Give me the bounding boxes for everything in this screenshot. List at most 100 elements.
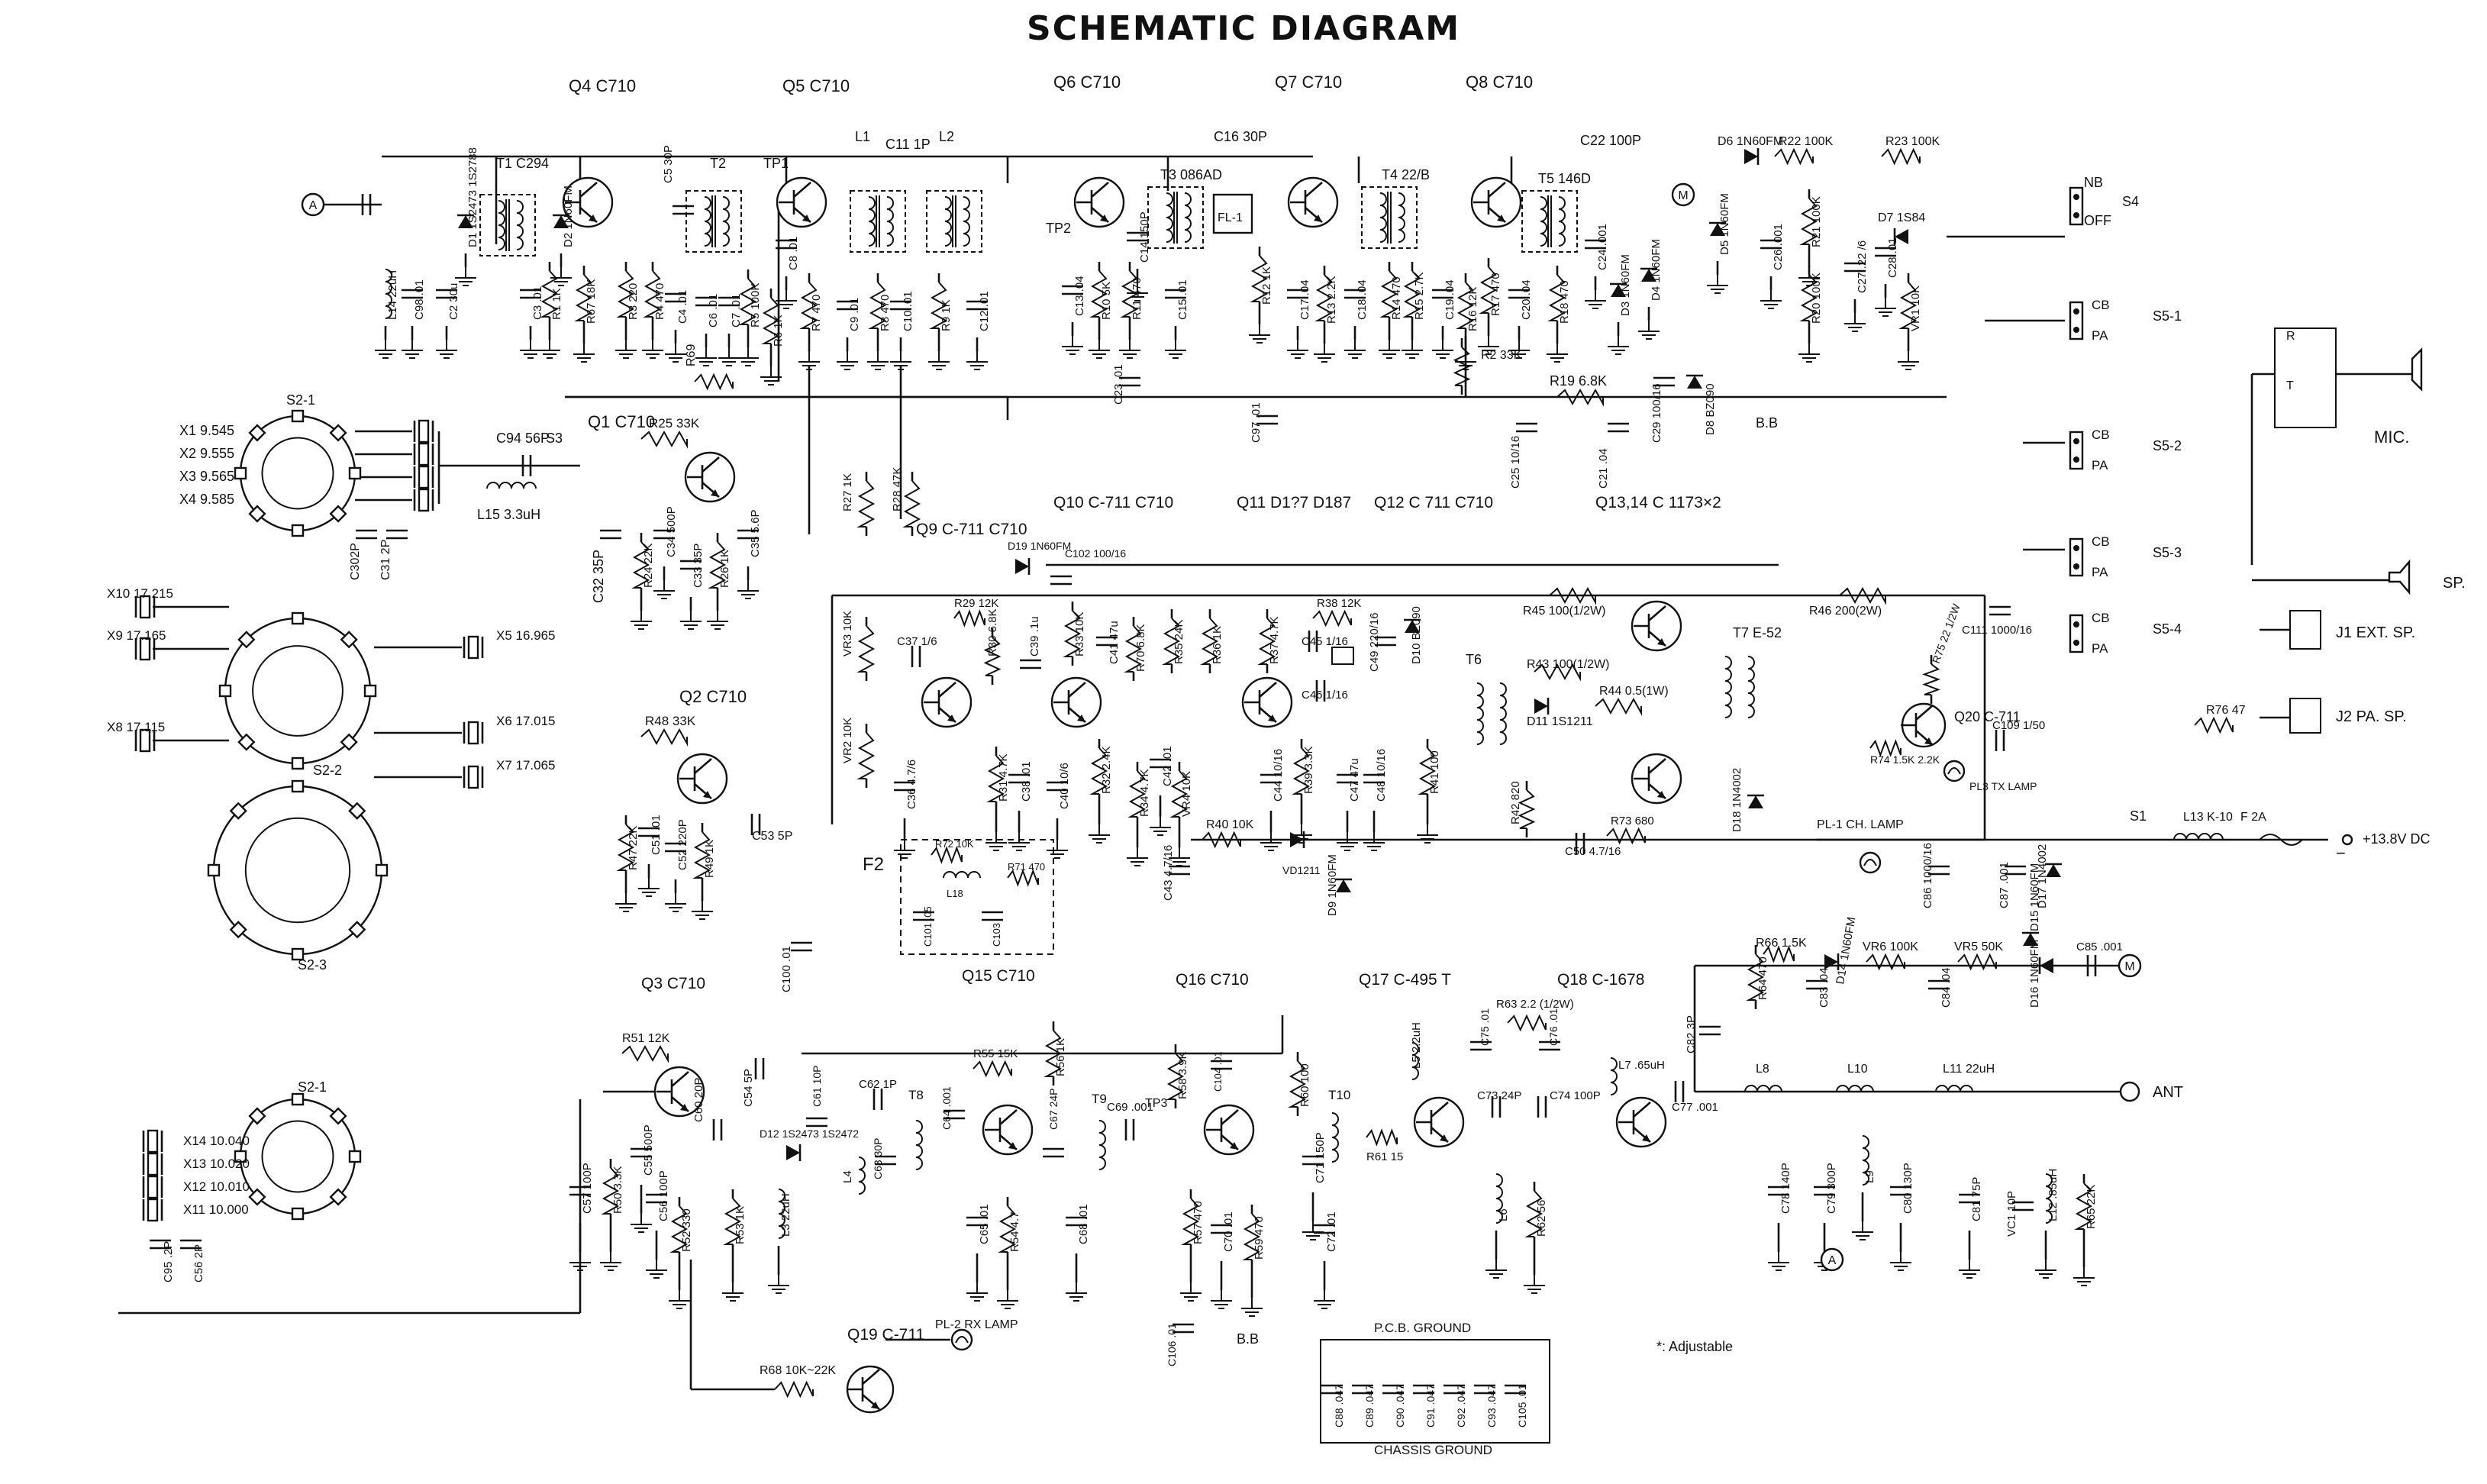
q16-label: Q16 C710 (1176, 971, 1249, 989)
capacitor-c92 (1443, 1384, 1465, 1395)
r14-label: R14 470 (1390, 276, 1403, 320)
s51-label: S5-1 (2153, 308, 2182, 324)
t5-label: T5 146D (1538, 171, 1591, 186)
ground-symbol (1508, 340, 1530, 359)
capacitor-c64 (944, 1109, 965, 1120)
r68-label: R68 10K~22K (760, 1364, 836, 1377)
r1-label: R1 1K (550, 288, 563, 320)
capacitor-c68 (1066, 1216, 1087, 1227)
crystal-x7 (463, 765, 484, 789)
ground-symbol (1119, 340, 1140, 359)
transistor-q5 (776, 176, 827, 228)
ground-symbol (985, 832, 1007, 851)
resistor-r52 (669, 1205, 689, 1253)
capacitor-c52 (665, 842, 686, 853)
vr5-label: VR5 50K (1954, 940, 2003, 953)
ground-symbol (966, 351, 988, 370)
ground-symbol (1959, 1260, 1980, 1279)
resistor-r16 (1456, 282, 1475, 329)
c14-label: C14 150P (1138, 211, 1151, 263)
inductor-t10 (1331, 1112, 1339, 1163)
resistor-r49 (692, 831, 711, 879)
tp1-label: TP1 (763, 156, 789, 171)
r36-label: R36 1K (1211, 626, 1224, 664)
c90-label: C90 .047 (1394, 1384, 1406, 1428)
ground-symbol (1127, 282, 1148, 302)
capacitor-c6 (695, 296, 717, 307)
c27-label: C27 .22 /6 (1856, 240, 1869, 293)
crystal-x9 (134, 637, 156, 661)
capacitor-c106 (1173, 1323, 1194, 1334)
diode-d3 (1610, 282, 1627, 297)
mic-connector (2274, 327, 2337, 428)
ground-symbol (997, 1290, 1018, 1309)
r74-label: R74 1.5K 2.2K (1870, 753, 1940, 766)
node-a-bottom-label: A (1828, 1254, 1837, 1267)
capacitor-c70 (1211, 1224, 1232, 1234)
resistor-r44 (1595, 697, 1642, 716)
resistor-r28 (902, 480, 921, 527)
c78-label: C78 140P (1779, 1163, 1792, 1214)
capacitor-c94 (521, 455, 532, 476)
capacitor-c34 (653, 529, 675, 540)
capacitor-c76 (1539, 1040, 1560, 1051)
ground-symbol (436, 340, 457, 359)
ground-symbol (653, 580, 675, 599)
mic-r-label: R (2286, 330, 2295, 343)
c6-label: C6 .01 (707, 294, 720, 327)
ground-symbol (573, 344, 595, 363)
c73-label: C73 24P (1477, 1089, 1521, 1102)
c10-label: C10 .01 (902, 291, 914, 331)
inductor-t9 (1098, 1120, 1106, 1170)
ground-symbol (455, 267, 476, 286)
c3-label: C3 .01 (531, 286, 544, 320)
c100-label: C100 .01 (780, 946, 793, 992)
inductor-l1a (868, 196, 876, 247)
transistor-q9 (921, 676, 973, 728)
meter-icon-1 (2118, 953, 2142, 978)
s4-off-label: OFF (2084, 213, 2111, 228)
diode-d10 (1404, 618, 1421, 633)
ground-symbol (1547, 344, 1568, 363)
resistor-vr1 (1898, 282, 1918, 329)
q2-label: Q2 C710 (679, 687, 747, 706)
r71-label: R71 470 (1008, 861, 1045, 873)
r55-label: R55 15K (973, 1047, 1018, 1060)
ground-symbol (1638, 321, 1660, 340)
resistor-r35 (1162, 618, 1181, 665)
ground-symbol (1844, 313, 1866, 332)
s54-pa-label: PA (2092, 641, 2108, 656)
ground-symbol (695, 347, 717, 366)
inductor-l15 (486, 482, 537, 489)
pl1-label: PL-1 CH. LAMP (1817, 818, 1904, 831)
d9-label: D9 1N60FM (1326, 854, 1339, 916)
f2-box (900, 839, 1054, 955)
capacitor-c85 (2086, 955, 2097, 976)
resistor-r48 (640, 727, 688, 747)
ground-symbol (550, 267, 572, 286)
ground-symbol (1608, 336, 1629, 355)
c111-label: C111 1000/16 (1962, 624, 2032, 637)
r33-label: R33 10K (1073, 612, 1086, 657)
resistor-r25 (640, 430, 688, 449)
c98-label: C98 .01 (413, 279, 426, 320)
switch-s51 (2069, 301, 2084, 340)
node-a-bottom (1820, 1247, 1844, 1272)
crystal-x13 (142, 1152, 163, 1176)
r57-label: R57 470 (1192, 1201, 1205, 1244)
r4-label: R4 470 (653, 283, 666, 320)
r37-label: R37 4.7K (1268, 616, 1281, 664)
c19-label: C19 .04 (1443, 279, 1456, 320)
resistor-r47 (616, 824, 635, 871)
l3-label: L3 22uH (779, 1193, 792, 1237)
d19-label: D19 1N60FM (1008, 540, 1071, 552)
diode-d16 (2038, 957, 2053, 974)
inductor-t7b (1747, 656, 1755, 718)
capacitor-c2 (436, 289, 457, 299)
l6-label: L6 (1497, 1208, 1510, 1221)
capacitor-c28 (1875, 247, 1896, 257)
ground-symbol (680, 611, 702, 630)
inductor-t8 (915, 1120, 923, 1170)
c56b-label: C56 2P (192, 1244, 205, 1282)
